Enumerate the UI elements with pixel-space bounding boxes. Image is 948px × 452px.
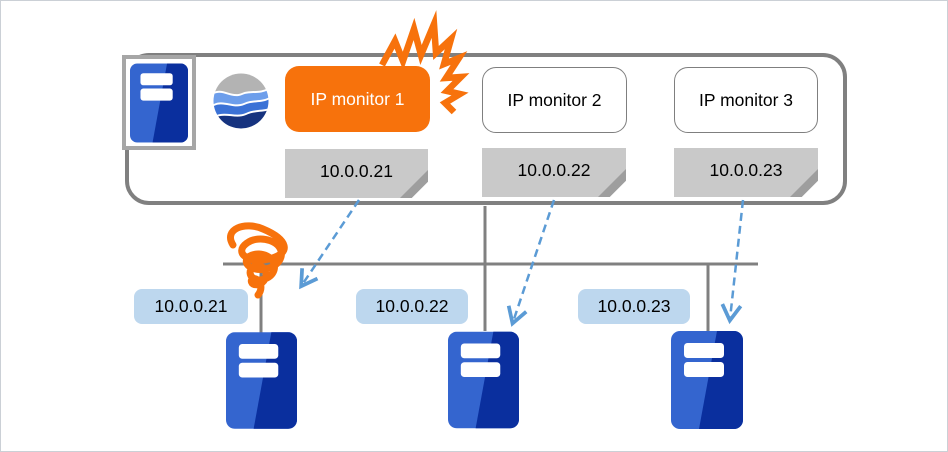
ip-monitor-3-label: IP monitor 3 (698, 89, 794, 110)
coil-scribble-icon (227, 222, 288, 299)
ip-monitor-1-label: IP monitor 1 (310, 88, 405, 109)
monitor-ip-note-1-text: 10.0.0.21 (320, 161, 393, 181)
monitor-ip-note-1: 10.0.0.21 (285, 149, 428, 198)
server-icon (226, 332, 297, 429)
server-ip-tag-3: 10.0.0.23 (578, 289, 690, 324)
monitor-ip-note-2: 10.0.0.22 (482, 148, 626, 197)
server-3 (671, 331, 743, 429)
dashed-arrow-icon (720, 199, 745, 325)
server-ip-tag-1: 10.0.0.21 (134, 289, 248, 324)
ip-monitor-2-label: IP monitor 2 (507, 89, 602, 110)
server-icon (130, 63, 188, 142)
dashed-arrow-icon (299, 199, 361, 290)
ip-monitor-3: IP monitor 3 (674, 67, 818, 133)
server-ip-tag-1-text: 10.0.0.21 (154, 296, 228, 316)
globe-logo-icon (213, 73, 269, 129)
server-2 (448, 331, 519, 429)
dashed-arrow-icon (506, 199, 556, 327)
ip-monitor-2: IP monitor 2 (482, 67, 627, 133)
server-ip-tag-3-text: 10.0.0.23 (597, 296, 671, 316)
server-icon (448, 331, 519, 429)
monitor-ip-note-2-text: 10.0.0.22 (517, 160, 591, 180)
monitor-ip-note-3-text: 10.0.0.23 (709, 160, 783, 180)
ip-monitor-1: IP monitor 1 (285, 66, 430, 132)
server-1 (226, 332, 297, 429)
host-server-frame (122, 55, 196, 150)
server-ip-tag-2: 10.0.0.22 (356, 289, 468, 324)
server-ip-tag-2-text: 10.0.0.22 (375, 296, 449, 316)
monitor-ip-note-3: 10.0.0.23 (674, 148, 818, 197)
server-icon (671, 331, 743, 429)
